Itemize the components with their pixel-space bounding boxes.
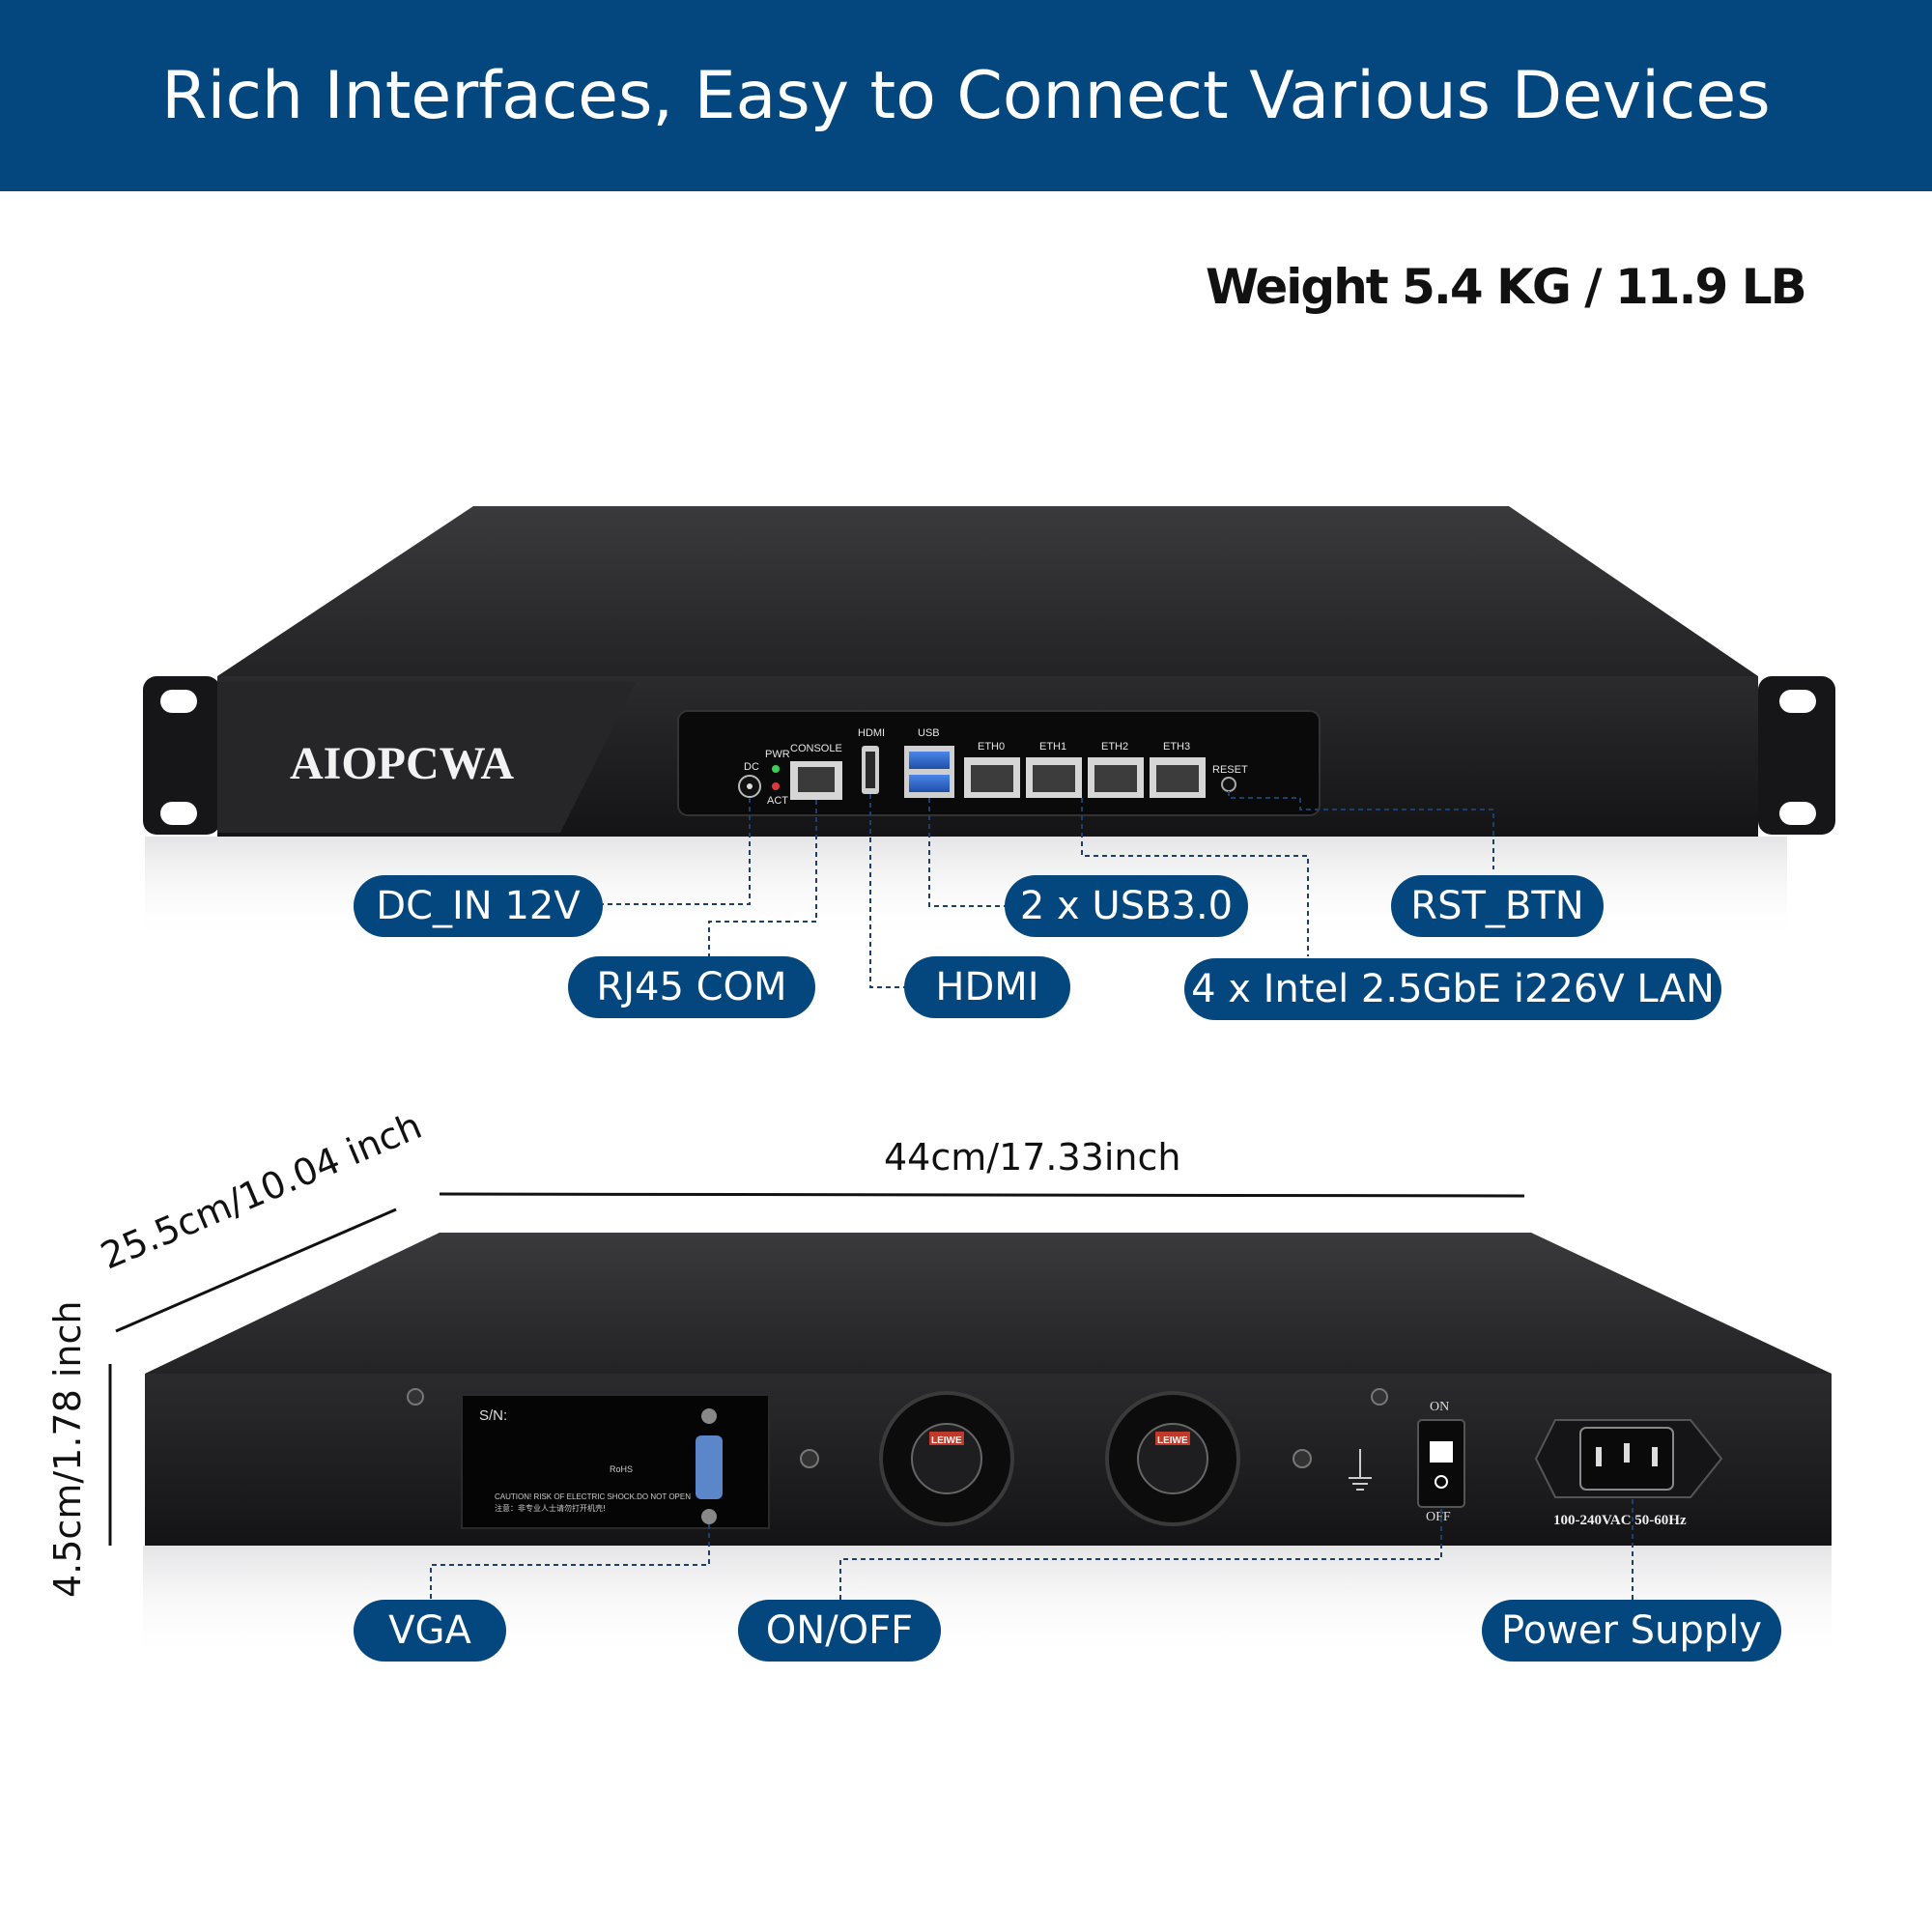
- rear-screw: [1371, 1388, 1388, 1406]
- vga-screw: [701, 1408, 717, 1424]
- caution-text-cn: 注意：非专业人士请勿打开机壳!: [495, 1503, 606, 1513]
- leader-hdmi: [869, 794, 906, 988]
- height-dimension-label: 4.5cm/1.78 inch: [46, 1300, 89, 1598]
- front-leader-lines: [603, 791, 1494, 988]
- power-pin: [1652, 1447, 1658, 1466]
- front-bezel: [217, 682, 636, 833]
- leader-rj45: [708, 800, 817, 956]
- callout-hdmi: HDMI: [904, 956, 1070, 1018]
- act-led-icon: [772, 782, 780, 790]
- power-pin: [1624, 1443, 1630, 1463]
- callout-dc-in: DC_IN 12V: [354, 875, 603, 937]
- sn-label: S/N:: [479, 1407, 507, 1424]
- vga-port-icon: [696, 1435, 723, 1499]
- leader-usb: [928, 798, 1005, 907]
- port-label-reset: RESET: [1212, 764, 1248, 776]
- weight-label: Weight 5.4 KG / 11.9 LB: [1206, 259, 1807, 315]
- eth-port-group: [964, 757, 1206, 798]
- callout-on-off: ON/OFF: [738, 1600, 941, 1662]
- eth0-port-socket: [971, 765, 1013, 792]
- usb-socket-lower: [909, 775, 950, 792]
- caution-text: CAUTION! RISK OF ELECTRIC SHOCK.DO NOT O…: [495, 1492, 691, 1501]
- rear-chassis: [143, 1233, 1832, 1662]
- console-port-socket: [798, 767, 835, 792]
- power-rating-label: 100-240VAC 50-60Hz: [1553, 1513, 1687, 1528]
- rack-ear-right: [1758, 676, 1835, 835]
- eth1-port-socket: [1033, 765, 1075, 792]
- power-switch-icon: [1417, 1419, 1465, 1508]
- power-switch-off-mark: [1435, 1475, 1448, 1489]
- port-label-usb: USB: [918, 727, 940, 739]
- port-label-eth3: ETH3: [1163, 741, 1190, 753]
- port-label-act: ACT: [767, 795, 788, 807]
- hdmi-port-socket: [866, 752, 875, 788]
- callout-usb: 2 x USB3.0: [1005, 875, 1248, 937]
- vga-screw: [701, 1509, 717, 1524]
- dc-jack-pin: [747, 783, 753, 789]
- callout-lan: 4 x Intel 2.5GbE i226V LAN: [1184, 958, 1721, 1020]
- reset-button-icon: [1221, 777, 1236, 792]
- ground-icon: [1349, 1449, 1372, 1491]
- rack-hole: [160, 802, 197, 825]
- header-banner: Rich Interfaces, Easy to Connect Various…: [0, 0, 1932, 191]
- switch-off-label: OFF: [1426, 1510, 1451, 1524]
- width-dim-line: [439, 1192, 1525, 1198]
- port-label-eth0: ETH0: [978, 741, 1005, 753]
- rack-hole: [160, 690, 197, 713]
- callout-rst-btn: RST_BTN: [1391, 875, 1604, 937]
- width-dimension-label: 44cm/17.33inch: [884, 1136, 1181, 1179]
- rear-leader-lines: [430, 1499, 1634, 1604]
- port-label-eth1: ETH1: [1039, 741, 1066, 753]
- rear-top-surface: [145, 1233, 1832, 1374]
- fan-left-badge: [929, 1432, 964, 1445]
- rack-hole: [1779, 690, 1816, 713]
- port-label-hdmi: HDMI: [858, 727, 885, 739]
- leader-onoff: [839, 1509, 1442, 1604]
- switch-on-label: ON: [1430, 1400, 1449, 1414]
- leader-lan: [1081, 798, 1309, 956]
- fan-right-badge: [1155, 1432, 1190, 1445]
- callout-vga: VGA: [354, 1600, 506, 1662]
- port-label-pwr: PWR: [765, 749, 790, 760]
- rack-hole: [1779, 802, 1816, 825]
- rack-ear-left: [143, 676, 220, 835]
- rear-screw: [407, 1388, 424, 1406]
- banner-title: Rich Interfaces, Easy to Connect Various…: [161, 57, 1771, 134]
- depth-dim-line: [115, 1208, 397, 1333]
- port-label-console: CONSOLE: [790, 743, 842, 754]
- callout-rj45-com: RJ45 COM: [568, 956, 815, 1018]
- port-label-dc: DC: [744, 761, 759, 773]
- pwr-led-icon: [772, 765, 780, 773]
- fan-left-brand: LEIWE: [931, 1435, 962, 1446]
- leader-dc: [603, 798, 751, 905]
- power-pin: [1596, 1447, 1602, 1466]
- port-label-eth2: ETH2: [1101, 741, 1128, 753]
- power-switch-on-mark: [1430, 1441, 1453, 1463]
- front-top-surface: [217, 506, 1758, 676]
- leader-vga: [430, 1524, 710, 1604]
- callout-power-supply: Power Supply: [1482, 1600, 1781, 1662]
- eth3-port-socket: [1156, 765, 1199, 792]
- eth2-port-socket: [1094, 765, 1137, 792]
- fan-right-brand: LEIWE: [1157, 1435, 1188, 1446]
- rear-screw: [800, 1449, 819, 1468]
- rear-screw: [1293, 1449, 1312, 1468]
- usb-socket-upper: [909, 752, 950, 769]
- front-chassis: [143, 506, 1835, 943]
- rohs-label: RoHS: [610, 1464, 633, 1474]
- brand-logo: AIOPCWA: [290, 738, 514, 789]
- dimension-lines: [108, 1192, 1525, 1546]
